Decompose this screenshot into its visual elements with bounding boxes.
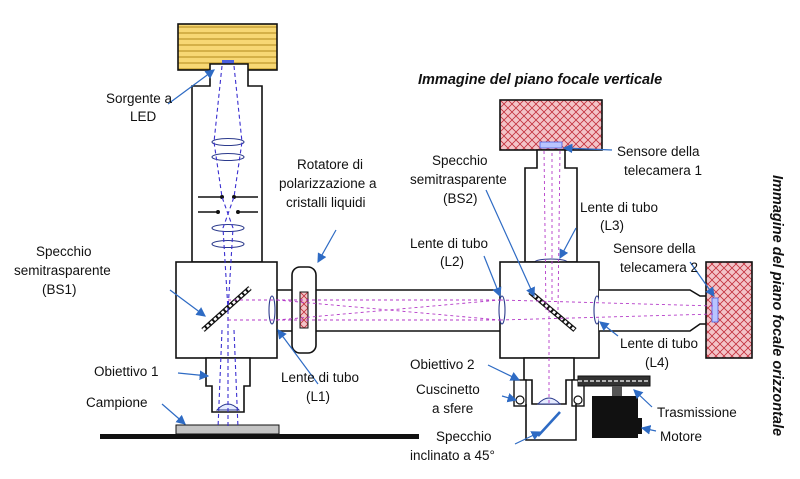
label-bs1: Specchio semitrasparente (BS1) xyxy=(14,244,111,297)
label-lente-l2: Lente di tubo (L2) xyxy=(410,236,488,269)
label-sensore1: Sensore della telecamera 1 xyxy=(617,144,702,178)
label-obiettivo2: Obiettivo 2 xyxy=(410,357,475,372)
camera2-tube xyxy=(599,289,723,332)
condenser-lens-3 xyxy=(211,223,245,233)
label-lente-l3: Lente di tubo (L3) xyxy=(580,200,658,233)
label-lente-l4: Lente di tubo (L4) xyxy=(620,336,698,370)
transmission xyxy=(577,375,651,396)
svg-text:Specchio: Specchio xyxy=(436,429,492,444)
svg-text:Sensore della: Sensore della xyxy=(613,241,696,256)
condenser-lens-4 xyxy=(211,239,245,249)
label-obiettivo1: Obiettivo 1 xyxy=(94,364,159,379)
bs2-mirror xyxy=(528,290,577,332)
svg-text:Sorgente a: Sorgente a xyxy=(106,91,173,106)
label-trasmissione: Trasmissione xyxy=(657,405,737,420)
camera2-sensor xyxy=(711,297,719,323)
svg-text:LED: LED xyxy=(130,109,157,124)
svg-text:Rotatore di: Rotatore di xyxy=(297,157,363,172)
mirror-45 xyxy=(537,411,561,437)
condenser-lens-1 xyxy=(211,137,245,147)
svg-text:(BS2): (BS2) xyxy=(443,191,478,206)
svg-text:Specchio: Specchio xyxy=(432,153,488,168)
label-campione: Campione xyxy=(86,395,148,410)
label-motore: Motore xyxy=(660,429,702,444)
label-lente-l1: Lente di tubo (L1) xyxy=(281,370,359,404)
aperture-diaphragm-2 xyxy=(198,210,258,214)
leader-lines xyxy=(161,69,715,445)
lens-l2 xyxy=(498,295,506,325)
illumination-tube xyxy=(191,63,263,263)
aperture-diaphragm-1 xyxy=(198,195,258,199)
camera1-tube xyxy=(524,149,578,263)
svg-text:inclinato a 45°: inclinato a 45° xyxy=(410,448,495,463)
svg-text:telecamera 1: telecamera 1 xyxy=(624,163,702,178)
condenser-lens-2 xyxy=(211,152,245,162)
stage-base xyxy=(100,434,419,439)
svg-text:(BS1): (BS1) xyxy=(42,282,77,297)
label-specchio45: Specchio inclinato a 45° xyxy=(410,429,495,463)
svg-text:a sfere: a sfere xyxy=(432,401,473,416)
title-vertical-plane: Immagine del piano focale verticale xyxy=(418,72,662,88)
svg-text:(L3): (L3) xyxy=(600,218,624,233)
svg-text:Specchio: Specchio xyxy=(36,244,92,259)
sample-slide xyxy=(175,424,280,435)
label-bs2: Specchio semitrasparente (BS2) xyxy=(410,153,507,206)
svg-text:Lente di tubo: Lente di tubo xyxy=(410,236,488,251)
title-horizontal-plane: Immagine del piano focale orizzontale xyxy=(769,175,785,436)
objective-1 xyxy=(205,357,251,413)
svg-text:semitrasparente: semitrasparente xyxy=(410,172,507,187)
svg-text:polarizzazione a: polarizzazione a xyxy=(279,176,377,191)
svg-text:Lente di tubo: Lente di tubo xyxy=(281,370,359,385)
svg-text:Cuscinetto: Cuscinetto xyxy=(416,382,480,397)
svg-text:(L2): (L2) xyxy=(440,254,464,269)
svg-text:Lente di tubo: Lente di tubo xyxy=(580,200,658,215)
lc-cell xyxy=(299,291,309,329)
label-cuscinetto: Cuscinetto a sfere xyxy=(416,382,480,416)
illumination-beam xyxy=(213,65,243,429)
label-rotatore: Rotatore di polarizzazione a cristalli l… xyxy=(279,157,377,210)
svg-text:(L4): (L4) xyxy=(645,355,669,370)
led-emitter xyxy=(222,60,234,64)
svg-text:telecamera 2: telecamera 2 xyxy=(620,260,698,275)
svg-text:(L1): (L1) xyxy=(306,389,330,404)
imaging-beam xyxy=(228,149,716,404)
label-sensore2: Sensore della telecamera 2 xyxy=(613,241,698,275)
svg-text:Lente di tubo: Lente di tubo xyxy=(620,336,698,351)
svg-text:semitrasparente: semitrasparente xyxy=(14,263,111,278)
svg-text:Sensore della: Sensore della xyxy=(617,144,700,159)
rotating-cup xyxy=(525,404,577,441)
label-sorgente: Sorgente a LED xyxy=(106,91,173,124)
svg-text:cristalli liquidi: cristalli liquidi xyxy=(286,195,366,210)
camera1-sensor xyxy=(539,141,563,149)
bs1-exit-lens xyxy=(268,295,276,325)
